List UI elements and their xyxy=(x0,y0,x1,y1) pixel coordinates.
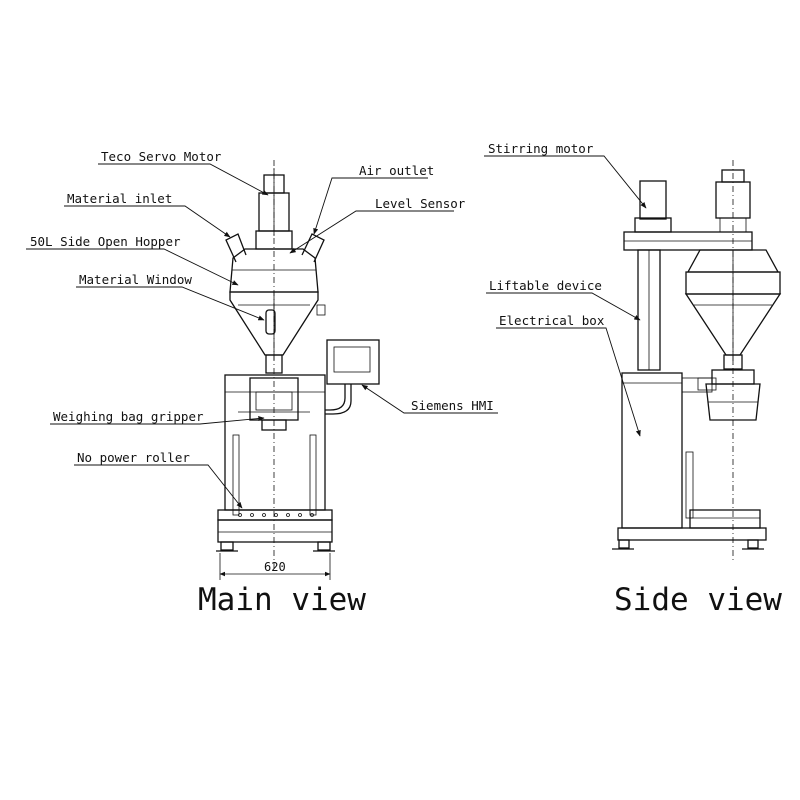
main-view-title: Main view xyxy=(198,582,366,618)
label-air-outlet: Air outlet xyxy=(359,163,434,178)
label-stirring-motor: Stirring motor xyxy=(488,141,594,156)
label-hopper: 50L Side Open Hopper xyxy=(30,234,181,249)
hmi-drawing xyxy=(325,339,380,415)
label-teco-servo-motor: Teco Servo Motor xyxy=(101,149,222,164)
label-electrical-box: Electrical box xyxy=(499,313,605,328)
main-frame-drawing xyxy=(216,374,335,552)
dimension-line xyxy=(219,553,331,580)
label-siemens-hmi: Siemens HMI xyxy=(411,398,494,413)
hopper-drawing xyxy=(225,233,326,374)
side-view-machine xyxy=(612,160,782,560)
dimension-label: 620 xyxy=(264,560,286,574)
label-material-inlet: Material inlet xyxy=(67,191,172,206)
label-no-power-roller: No power roller xyxy=(77,450,190,465)
label-weighing-bag-gripper: Weighing bag gripper xyxy=(53,409,204,424)
side-view-title: Side view xyxy=(614,582,782,618)
leader-lines xyxy=(26,155,647,509)
label-liftable-device: Liftable device xyxy=(489,278,602,293)
main-view-machine xyxy=(216,160,380,580)
label-material-window: Material Window xyxy=(79,272,192,287)
label-level-sensor: Level Sensor xyxy=(375,196,466,211)
